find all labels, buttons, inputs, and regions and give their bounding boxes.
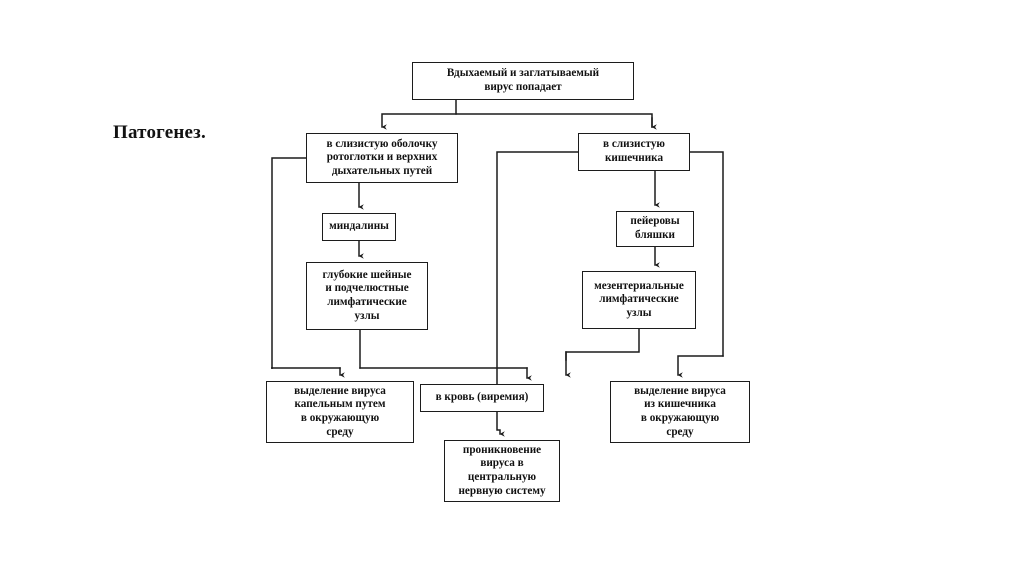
node-droplet-shedding-label: выделение вируса капельным путем в окруж… (294, 384, 386, 438)
node-viremia-label: в кровь (виремия) (435, 391, 529, 404)
node-tonsils-label: миндалины (329, 220, 389, 233)
page-title: Патогенез. (113, 122, 206, 143)
node-droplet-shedding: выделение вируса капельным путем в окруж… (266, 381, 414, 443)
node-root: Вдыхаемый и заглатываемый вирус попадает (412, 62, 634, 100)
node-intestinal-mucosa-label: в слизистую кишечника (603, 138, 665, 164)
edge-mesenteric-rail (565, 328, 640, 361)
node-root-label: Вдыхаемый и заглатываемый вирус попадает (446, 67, 600, 93)
node-mesenteric-lymph-nodes: мезентериальные лимфатические узлы (582, 271, 696, 329)
edge-blood-to-cns (496, 411, 505, 437)
node-mesenteric-lymph-nodes-label: мезентериальные лимфатические узлы (594, 279, 684, 319)
node-peyers-patches-label: пейеровы бляшки (630, 215, 680, 241)
node-intestinal-mucosa: в слизистую кишечника (578, 133, 690, 171)
node-peyers-patches: пейеровы бляшки (616, 211, 694, 247)
edge-mucosa-left-rail (271, 157, 307, 369)
node-cervical-lymph-nodes-label: глубокие шейные и подчелюстные лимфатиче… (322, 268, 412, 322)
edge-intestine-to-blood (496, 151, 579, 385)
edge-intestine-to-gutshed (677, 151, 724, 378)
node-cns-invasion-label: проникновение вируса в центральную нервн… (458, 443, 546, 497)
node-cervical-lymph-nodes: глубокие шейные и подчелюстные лимфатиче… (306, 262, 428, 330)
node-intestinal-shedding: выделение вируса из кишечника в окружающ… (610, 381, 750, 443)
edge-root-branch-left (381, 113, 457, 130)
node-intestinal-shedding-label: выделение вируса из кишечника в окружающ… (634, 384, 726, 438)
node-respiratory-mucosa-label: в слизистую оболочку ротоглотки и верхни… (326, 137, 438, 177)
node-cns-invasion: проникновение вируса в центральную нервн… (444, 440, 560, 502)
node-tonsils: миндалины (322, 213, 396, 241)
node-respiratory-mucosa: в слизистую оболочку ротоглотки и верхни… (306, 133, 458, 183)
node-viremia: в кровь (виремия) (420, 384, 544, 412)
edge-root-branch-right (455, 99, 653, 128)
